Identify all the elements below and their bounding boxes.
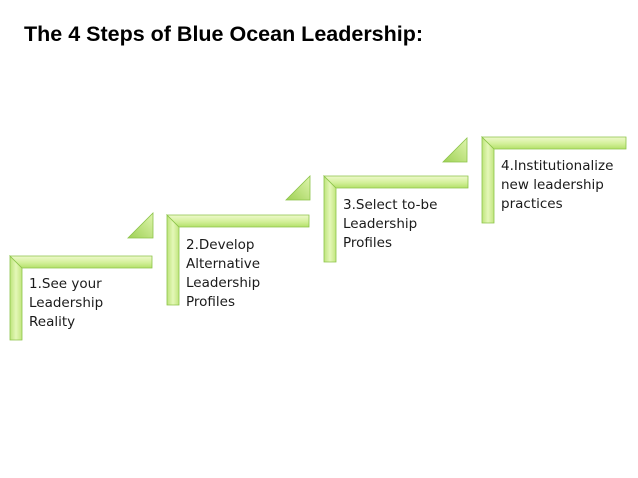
step-2-line-3: Leadership	[186, 275, 261, 291]
step-3-vertical-bar	[323, 175, 337, 263]
step-2-line-1: 2.Develop	[186, 237, 255, 253]
step-2-label: 2.Develop Alternative Leadership Profile…	[186, 236, 260, 312]
step-1-arrow-triangle	[127, 212, 154, 239]
step-2-line-2: Alternative	[186, 256, 261, 272]
step-2-shape	[166, 175, 311, 306]
step-1-line-1: 1.See your	[29, 276, 102, 292]
page-title: The 4 Steps of Blue Ocean Leadership:	[24, 22, 424, 46]
step-4-horizontal-bar	[481, 136, 627, 150]
step-4-line-3: practices	[501, 196, 563, 212]
step-2-line-4: Profiles	[186, 294, 236, 310]
step-3-arrow-triangle	[442, 137, 468, 163]
step-4-line-2: new leadership	[501, 177, 604, 193]
step-4-label: 4.Institutionalize new leadership practi…	[501, 157, 613, 214]
step-1-horizontal-bar	[9, 255, 153, 269]
step-1-line-2: Leadership	[29, 295, 104, 311]
step-1-label: 1.See your Leadership Reality	[29, 275, 103, 332]
step-3-line-3: Profiles	[343, 235, 393, 251]
step-4-shape	[481, 136, 627, 224]
step-4-line-1: 4.Institutionalize	[501, 158, 614, 174]
step-3-label: 3.Select to-be Leadership Profiles	[343, 196, 437, 253]
step-4-vertical-bar	[481, 136, 495, 224]
step-1-line-3: Reality	[29, 314, 76, 330]
step-3-line-1: 3.Select to-be	[343, 197, 438, 213]
step-3-shape	[323, 137, 469, 263]
step-1-shape	[9, 212, 154, 341]
step-3-line-2: Leadership	[343, 216, 418, 232]
step-1-vertical-bar	[9, 255, 23, 341]
step-2-horizontal-bar	[166, 214, 310, 228]
step-3-horizontal-bar	[323, 175, 469, 189]
step-2-vertical-bar	[166, 214, 180, 306]
step-2-arrow-triangle	[285, 175, 311, 201]
